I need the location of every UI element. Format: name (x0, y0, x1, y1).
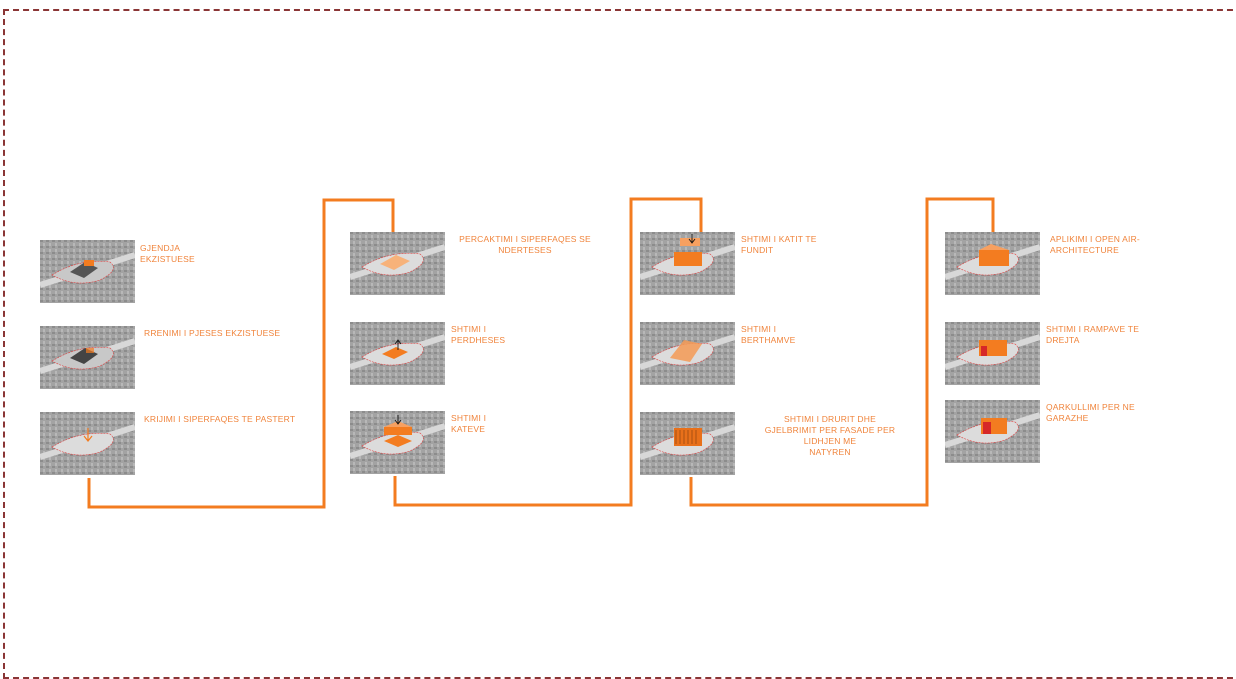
site-demolition-icon (40, 326, 135, 389)
site-facade-green-icon (640, 412, 735, 475)
step-2-thumbnail (40, 326, 135, 389)
step-4-thumbnail (350, 232, 445, 295)
site-top-floor-icon (640, 232, 735, 295)
step-11-thumbnail (945, 322, 1040, 385)
step-2-label: RRENIMI I PJESES EKZISTUESE (144, 328, 281, 338)
site-ground-floor-icon (350, 322, 445, 385)
step-6-thumbnail (350, 411, 445, 474)
step-8-thumbnail (640, 322, 735, 385)
step-12-thumbnail (945, 400, 1040, 463)
step-4-label: PERCAKTIMI I SIPERFAQES SE NDERTESES (459, 234, 591, 255)
step-7-label: SHTIMI I KATIT TE FUNDIT (741, 234, 817, 255)
step-10-label: APLIKIMI I OPEN AIR- ARCHITECTURE (1050, 234, 1140, 255)
step-9-label: SHTIMI I DRURIT DHE GJELBRIMIT PER FASAD… (764, 414, 896, 457)
site-open-air-icon (945, 232, 1040, 295)
site-existing-icon (40, 240, 135, 303)
step-1-thumbnail (40, 240, 135, 303)
step-3-label: KRIJIMI I SIPERFAQES TE PASTERT (144, 414, 296, 424)
step-5-thumbnail (350, 322, 445, 385)
step-1-label: GJENDJA EKZISTUESE (140, 243, 195, 264)
site-floors-icon (350, 411, 445, 474)
step-5-label: SHTIMI I PERDHESES (451, 324, 506, 345)
step-10-thumbnail (945, 232, 1040, 295)
step-7-thumbnail (640, 232, 735, 295)
step-9-thumbnail (640, 412, 735, 475)
step-3-thumbnail (40, 412, 135, 475)
site-ramps-icon (945, 322, 1040, 385)
site-clean-icon (40, 412, 135, 475)
site-cores-icon (640, 322, 735, 385)
site-garage-icon (945, 400, 1040, 463)
process-flow-connector (87, 197, 995, 509)
step-12-label: QARKULLIMI PER NE GARAZHE (1046, 402, 1135, 423)
step-6-label: SHTIMI I KATEVE (451, 413, 487, 434)
site-footprint-icon (350, 232, 445, 295)
step-11-label: SHTIMI I RAMPAVE TE DREJTA (1046, 324, 1140, 345)
step-8-label: SHTIMI I BERTHAMVE (741, 324, 796, 345)
